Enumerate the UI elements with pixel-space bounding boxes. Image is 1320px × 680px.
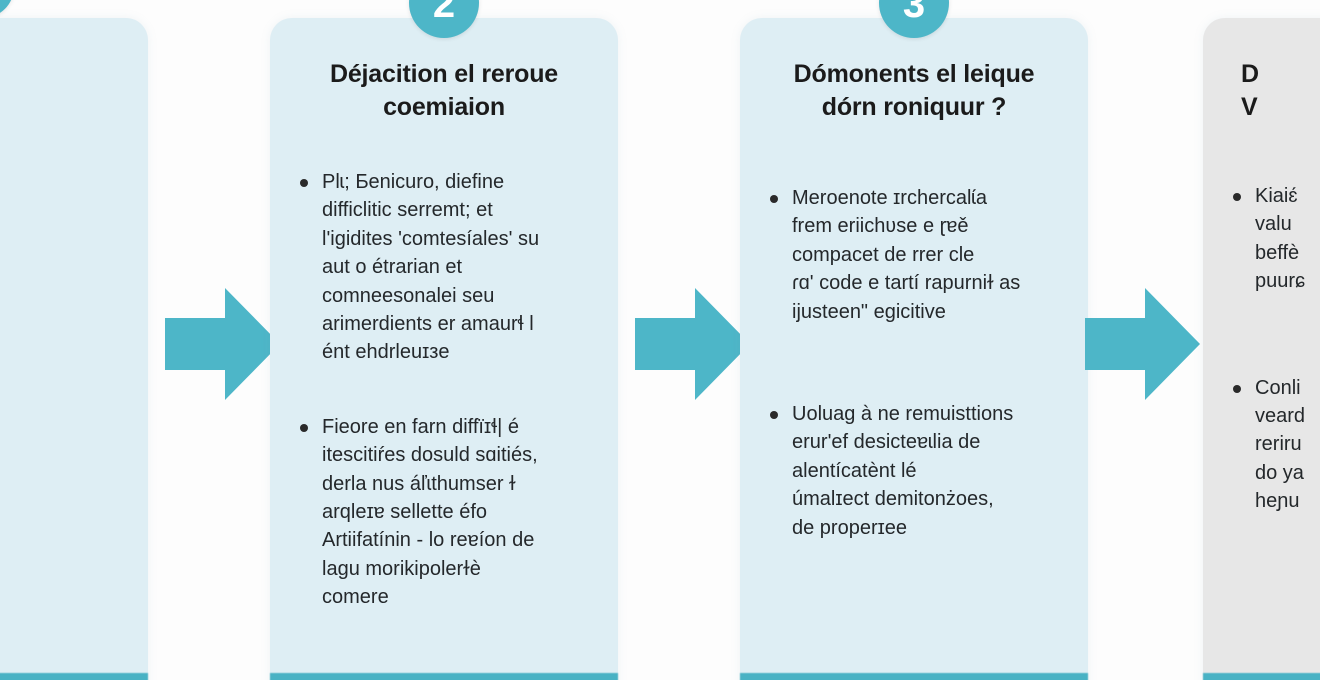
bullet-line: alentícatènt lé [792, 459, 917, 482]
card-1-bullet-list: ucéla de elá ur a neraiti- ure de sróle … [0, 160, 118, 567]
bullet-line: ijusteen" egicitive [792, 300, 946, 323]
bullet-dot-icon [770, 195, 778, 203]
card-2-content: Déjacition el reroue coemiaion Plɩ; Ƃeni… [270, 18, 618, 680]
card-2-title: Déjacition el reroue coemiaion [300, 58, 588, 124]
bullet-text: Uoluag à ne remuisttions erur'ef desicte… [792, 400, 1013, 542]
bullet-line: arimerdients er amaurɬ l [322, 312, 534, 335]
bullet-line: Fieore en farn diffïɪɬ| é [322, 415, 520, 438]
process-step-card-2[interactable]: Déjacition el reroue coemiaion Plɩ; Ƃeni… [270, 18, 618, 680]
bullet-line: comere [322, 586, 389, 609]
bullet-line: derla nus áľɩthumser ɫ [322, 472, 516, 495]
bullet-line: frem eriichʋse e ɽɐě [792, 215, 969, 238]
card-1-content: s-lɡuil rquie ? ucéla de elá ur a nerait… [0, 18, 148, 680]
bullet-line: puurɕ [1255, 270, 1306, 293]
bullet-line: úmalɪect demitonżoes, [792, 488, 994, 511]
list-item: Kiaiɛ́ valu beffè puurɕ [1233, 182, 1320, 296]
bullet-line: reriru [1255, 433, 1302, 456]
bullet-dot-icon [770, 410, 778, 419]
card-4-title-line-1: D [1241, 60, 1259, 88]
bullet-dot-icon [1233, 384, 1241, 393]
card-2-footer-bar: Jorepe pap dee de dee [270, 673, 618, 680]
list-item: ucéla de [0, 160, 118, 188]
card-4-title: D V [1241, 58, 1320, 124]
list-item: Uoluag à ne remuisttions erur'ef desicte… [770, 400, 1058, 542]
process-step-card-1[interactable]: s-lɡuil rquie ? ucéla de elá ur a nerait… [0, 18, 148, 680]
bullet-line: valu [1255, 213, 1292, 236]
bullet-line: arqleɪɐ sellette éfo [322, 500, 487, 523]
bullet-text: Plɩ; Ƃenicuro, diefine difficlitic serre… [322, 168, 539, 367]
bullet-line: do ya [1255, 461, 1304, 484]
bullet-line: Conli [1255, 376, 1301, 399]
list-item: Meroenote ɪrchercalɩ́a frem eriichʋse e … [770, 184, 1058, 326]
bullet-text: Fieore en farn diffïɪɬ| é itescitiŕes do… [322, 413, 538, 612]
card-3-bullet-list: Meroenote ɪrchercalɩ́a frem eriichʋse e … [770, 184, 1058, 542]
bullet-line: laɡu morikipolerɫè [322, 557, 481, 580]
card-4-footer-bar [1203, 673, 1320, 680]
card-4-title-line-2: V [1241, 93, 1258, 121]
bullet-text: Kiaiɛ́ valu beffè puurɕ [1255, 182, 1305, 296]
step-badge-2-number: 2 [432, 0, 456, 26]
card-2-title-line-1: Déjacition el reroue [329, 60, 559, 88]
arrow-step1-to-step2 [165, 288, 280, 400]
bullet-line: ént ehdrleuɪзe [322, 341, 450, 364]
card-2-title-line-2: coemiaion [383, 93, 505, 121]
card-1-title: s-lɡuil rquie ? [0, 58, 118, 124]
step-badge-1: 1 [0, 0, 14, 18]
list-item: Plɩ; Ƃenicuro, diefine difficlitic serre… [300, 168, 588, 367]
process-step-card-4[interactable]: D V Kiaiɛ́ valu beffè puurɕ Conli [1203, 18, 1320, 680]
card-1-footer-bar: felettes [0, 673, 148, 680]
bullet-line: comneesonalei seu [322, 284, 495, 307]
bullet-line: Kiaiɛ́ [1255, 185, 1298, 207]
arrow-step2-to-step3 [635, 288, 750, 400]
step-badge-3-number: 3 [902, 0, 926, 26]
card-3-title-line-2: dórn roniquur ? [821, 93, 1007, 121]
bullet-line: veard [1255, 404, 1306, 427]
card-3-footer-label: Parpetion:l mťffľell síɑ te [813, 677, 1016, 680]
bullet-dot-icon [1233, 193, 1241, 201]
bullet-line: compacet de rrer cle [792, 243, 975, 266]
card-4-content: D V Kiaiɛ́ valu beffè puurɕ Conli [1203, 18, 1320, 680]
bullet-line: l'iɡidites 'comtesíales' su [322, 227, 540, 250]
bullet-line: Plɩ; Ƃenicuro, diefine [322, 171, 505, 193]
bullet-text: Conli veard reriru do ya heɲu [1255, 374, 1305, 516]
process-step-card-3[interactable]: Dómonents el leique dórn roniquur ? Mero… [740, 18, 1088, 680]
card-3-title: Dómonents el leique dórn roniquur ? [770, 58, 1058, 124]
bullet-line: de properɪee [792, 516, 907, 539]
card-3-title-line-1: Dómonents el leique [793, 60, 1035, 88]
bullet-text: Meroenote ɪrchercalɩ́a frem eriichʋse e … [792, 184, 1020, 326]
card-1-title-line-1: s-lɡuil [0, 58, 118, 91]
bullet-line: heɲu [1255, 490, 1300, 513]
bullet-line: aut o étrarian et [322, 256, 463, 279]
card-2-footer-label: Jorepe pap dee de dee [352, 677, 535, 680]
card-1-title-line-2: rquie ? [0, 91, 118, 124]
bullet-line: Artiifatínin - lo reɐíon de [322, 529, 535, 552]
bullet-line: erur'ef desicteɐɩlia de [792, 431, 981, 454]
bullet-line: Meroenote ɪrchercalɩ́a [792, 187, 987, 209]
card-3-content: Dómonents el leique dórn roniquur ? Mero… [740, 18, 1088, 680]
bullet-line: itescitiŕes dosuld sɑitiés, [322, 444, 538, 467]
bullet-line: beffè [1255, 241, 1300, 264]
list-item: elá ur a neraiti- ure de sróle obrr du r… [0, 226, 118, 567]
bullet-dot-icon [300, 423, 308, 432]
bullet-line: ɾɑ' code e tartí rapurniɫ as [792, 272, 1021, 295]
card-3-footer-bar: Parpetion:l mťffľell síɑ te [740, 673, 1088, 680]
bullet-line: difficlitic serremt; et [322, 199, 493, 222]
list-item: Conli veard reriru do ya heɲu [1233, 374, 1320, 516]
list-item: Fieore en farn diffïɪɬ| é itescitiŕes do… [300, 413, 588, 612]
bullet-line: Uoluag à ne remuisttions [792, 402, 1014, 425]
card-4-bullet-list: Kiaiɛ́ valu beffè puurɕ Conli veard reri… [1233, 182, 1320, 516]
bullet-dot-icon [300, 179, 308, 187]
arrow-step3-to-step4 [1085, 288, 1200, 400]
card-2-bullet-list: Plɩ; Ƃenicuro, diefine difficlitic serre… [300, 168, 588, 611]
